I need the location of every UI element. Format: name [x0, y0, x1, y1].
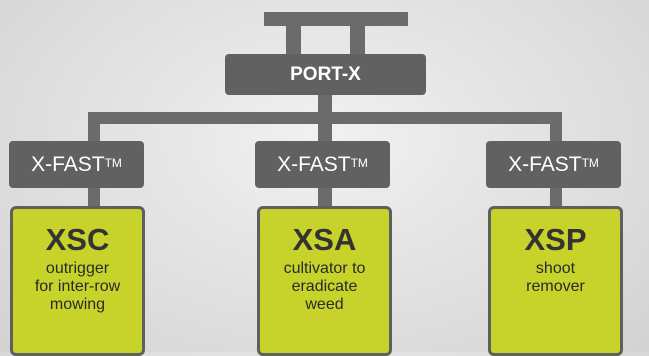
module-code: XSA [292, 222, 357, 257]
adapter-label: X-FAST [508, 152, 582, 176]
adapter-label: X-FAST [277, 152, 351, 176]
root-label: PORT-X [290, 63, 361, 85]
branch-drop-2 [318, 112, 332, 142]
description-line: remover [526, 278, 585, 295]
description-line: for inter-row [34, 278, 121, 295]
module-description: outrigger for inter-row mowing [13, 260, 142, 314]
mount-post-left [286, 26, 301, 56]
root-node: PORT-X [225, 54, 426, 95]
module-code: XSC [45, 222, 110, 257]
module-card-xsa: XSA cultivator to eradicate weed [257, 206, 392, 356]
mount-post-right [350, 26, 365, 56]
description-line: eradicate [291, 278, 358, 295]
module-description: shoot remover [491, 260, 620, 296]
module-description: cultivator to eradicate weed [260, 260, 389, 314]
module-card-xsc: XSC outrigger for inter-row mowing [10, 206, 145, 356]
description-line: cultivator to [283, 260, 366, 277]
mount-bar [264, 12, 408, 26]
module-code: XSP [524, 222, 587, 257]
branch-drop-1 [88, 112, 100, 142]
description-line: weed [305, 296, 344, 313]
branch-drop-3 [550, 112, 562, 142]
trademark-mark: TM [104, 155, 122, 170]
card-link-2 [318, 188, 332, 208]
trademark-mark: TM [350, 155, 368, 170]
card-link-3 [550, 188, 562, 208]
trademark-mark: TM [581, 155, 599, 170]
adapter-label: X-FAST [31, 152, 105, 176]
description-line: shoot [535, 260, 576, 277]
module-card-xsp: XSP shoot remover [488, 206, 623, 356]
description-line: outrigger [45, 260, 110, 277]
card-link-1 [88, 188, 100, 208]
description-line: mowing [49, 296, 106, 313]
root-stem [318, 95, 332, 112]
